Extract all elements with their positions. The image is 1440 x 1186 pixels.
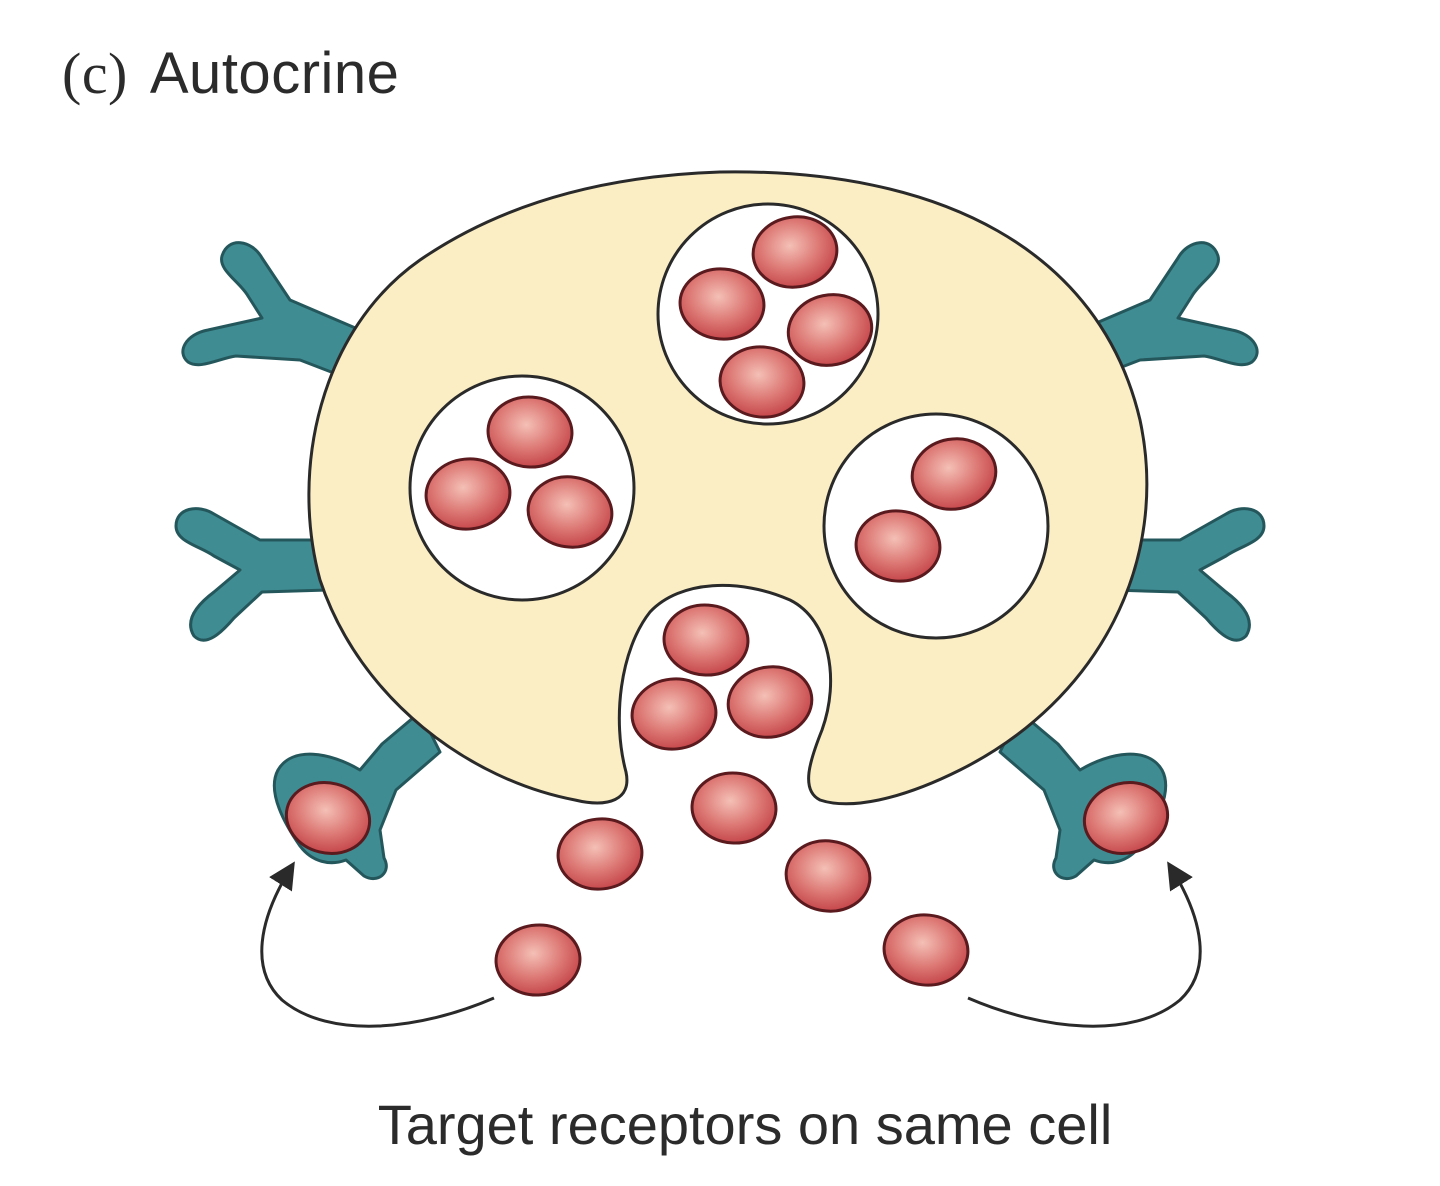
panel-label: (c) Autocrine <box>62 40 399 107</box>
signal-molecule <box>882 913 970 987</box>
diagram-caption: Target receptors on same cell <box>377 1093 1113 1156</box>
panel-title: Autocrine <box>149 41 400 106</box>
signal-molecule <box>494 923 582 997</box>
signal-molecule <box>726 665 814 739</box>
arrow-right <box>967 861 1202 1028</box>
panel-letter: (c) <box>62 41 128 106</box>
signal-molecule <box>690 771 778 845</box>
receptor-mid-left <box>174 507 332 642</box>
signal-molecule <box>1082 781 1170 855</box>
signal-molecule <box>718 345 806 419</box>
signal-molecule <box>678 267 766 341</box>
signal-molecule <box>526 475 614 549</box>
signal-molecule <box>786 293 874 367</box>
signal-molecule <box>284 781 372 855</box>
arrow-left <box>260 861 495 1028</box>
signal-molecule <box>910 437 998 511</box>
receptor-top-right <box>1078 241 1259 382</box>
cell-body <box>307 170 1149 806</box>
signal-molecule <box>556 817 644 891</box>
receptor-top-left <box>181 241 362 382</box>
signal-molecule <box>662 603 750 677</box>
receptor-mid-right <box>1108 507 1266 642</box>
signal-molecule <box>630 677 718 751</box>
signal-molecule <box>486 395 574 469</box>
signal-molecule <box>424 457 512 531</box>
signal-molecule <box>784 839 872 913</box>
signal-molecule <box>854 509 942 583</box>
signal-molecule <box>751 215 839 289</box>
signal-molecules <box>284 215 1170 997</box>
